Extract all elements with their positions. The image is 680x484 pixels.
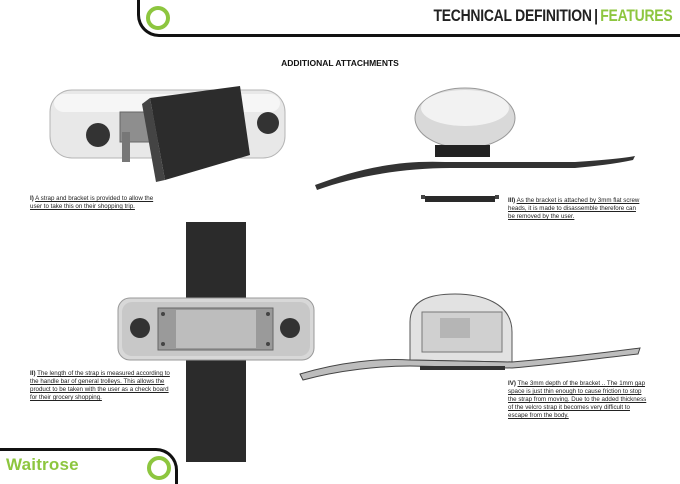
strap-length-render <box>117 222 315 462</box>
section-title: ADDITIONAL ATTACHMENTS <box>281 58 399 68</box>
caption-1-number: I) <box>30 195 34 202</box>
caption-4-number: IV) <box>508 380 516 387</box>
brand-logo: Waitrose <box>6 455 79 474</box>
caption-2: II) The length of the strap is measured … <box>30 370 175 402</box>
caption-4-text: The 3mm depth of the bracket .. The 1mm … <box>508 380 647 419</box>
caption-2-number: II) <box>30 370 36 377</box>
caption-3-number: III) <box>508 197 516 204</box>
caption-3-text: As the bracket is attached by 3mm flat s… <box>508 197 640 220</box>
title-part-2: FEATURES <box>599 6 672 25</box>
caption-1-text: A strap and bracket is provided to allow… <box>30 195 154 210</box>
footer-ring-icon <box>147 456 171 480</box>
title-separator: | <box>593 6 598 25</box>
caption-3: III) As the bracket is attached by 3mm f… <box>508 197 643 221</box>
strap-bracket-render <box>49 86 286 182</box>
caption-1: I) A strap and bracket is provided to al… <box>30 195 165 211</box>
caption-2-text: The length of the strap is measured acco… <box>30 370 170 401</box>
title-part-1: TECHNICAL DEFINITION <box>433 6 592 25</box>
header-frame <box>137 0 680 37</box>
footer-frame <box>0 448 178 484</box>
device-side-render <box>315 87 635 202</box>
page-title: TECHNICAL DEFINITION|FEATURES <box>433 6 672 26</box>
cross-section-render <box>299 293 641 381</box>
header-ring-icon <box>146 6 170 30</box>
caption-4: IV) The 3mm depth of the bracket .. The … <box>508 380 648 420</box>
